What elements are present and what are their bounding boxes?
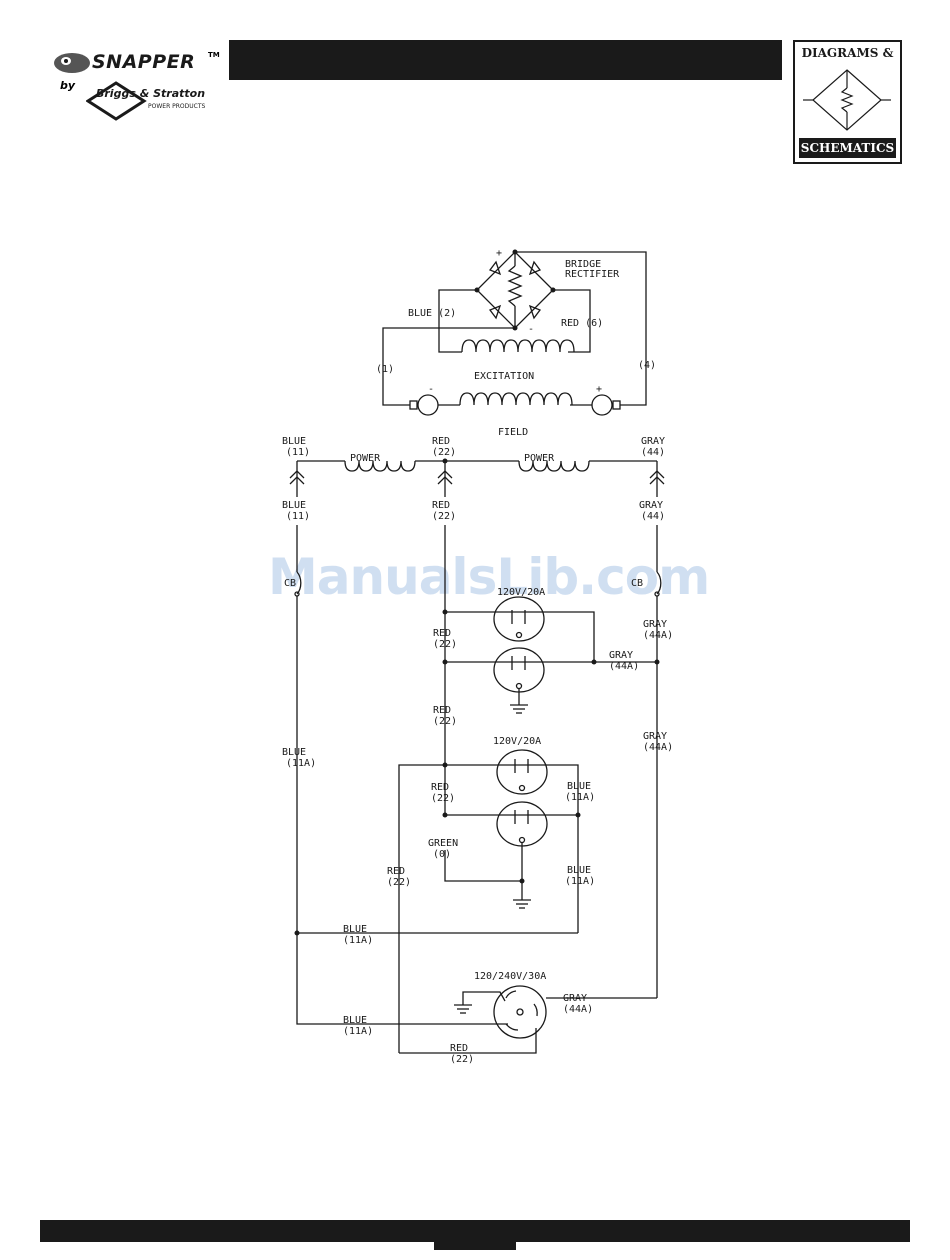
blue-top-label: BLUE — [282, 436, 306, 447]
bridge-rectifier — [474, 249, 556, 331]
wire-1-label: (1) — [376, 364, 394, 375]
n11a-c1-label: (11A) — [565, 792, 595, 803]
connectors — [289, 461, 665, 497]
n44a-a2-label: (44A) — [609, 661, 639, 672]
power-right-label: POWER — [524, 453, 555, 464]
receptacle-2-label: 120V/20A — [493, 736, 541, 747]
twistlock-receptacle — [493, 985, 547, 1039]
diagrams-badge: DIAGRAMS & SCHEMATICS — [793, 40, 902, 164]
snapper-logo: SNAPPER TM by Briggs & Stratton POWER PR… — [52, 45, 222, 125]
blue-c2-label: BLUE — [567, 865, 591, 876]
power-coil-right — [518, 460, 590, 472]
ground-symbol-2 — [513, 899, 531, 909]
n11a-d2-label: (11A) — [343, 1026, 373, 1037]
excitation-label: EXCITATION — [474, 371, 534, 382]
n22-b-label: (22) — [432, 511, 456, 522]
bridge-label-2: RECTIFIER — [565, 269, 620, 280]
n11a-c2-label: (11A) — [565, 876, 595, 887]
brand-tm: TM — [208, 51, 220, 59]
gray-a1-label: GRAY — [643, 619, 667, 630]
snapper-turtle-icon — [54, 53, 90, 73]
n22-a1-label: (22) — [433, 639, 457, 650]
power-left-label: POWER — [350, 453, 381, 464]
excitation-coil — [461, 339, 575, 353]
red-6-label: RED (6) — [561, 318, 603, 329]
blue-2-label: BLUE (2) — [408, 308, 456, 319]
n44a-a1-label: (44A) — [643, 630, 673, 641]
wire-4-label: (4) — [638, 360, 656, 371]
n44-b-label: (44) — [641, 511, 665, 522]
blue-c1-label: BLUE — [567, 781, 591, 792]
n44a-d-label: (44A) — [563, 1004, 593, 1015]
receptacle-1-label: 120V/20A — [497, 587, 545, 598]
n11a-d1-label: (11A) — [343, 935, 373, 946]
brand-by: by — [60, 79, 76, 92]
bridge-rectifier-icon — [803, 69, 891, 131]
red-a1-label: RED — [433, 628, 451, 639]
bridge-label-1: BRIDGE — [565, 259, 601, 270]
field-minus-label: - — [428, 384, 434, 395]
gray-top-label: GRAY — [641, 436, 665, 447]
brand-name: SNAPPER — [92, 51, 196, 73]
gray-a2-label: GRAY — [609, 650, 633, 661]
badge-bottom-text: SCHEMATICS — [797, 136, 898, 160]
blue-b-label: BLUE — [282, 500, 306, 511]
red-b-label: RED — [432, 500, 450, 511]
n22-d-label: (22) — [450, 1054, 474, 1065]
minus-bridge-label: - — [528, 324, 534, 335]
ground-symbol-1 — [510, 704, 528, 714]
n22-top-label: (22) — [432, 447, 456, 458]
header-bar — [229, 40, 782, 80]
breaker-right — [656, 571, 662, 595]
plus-top-label: + — [496, 248, 502, 259]
maker-sub: POWER PRODUCTS — [148, 103, 206, 110]
red-c1-label: RED — [431, 782, 449, 793]
field-plus-label: + — [596, 384, 602, 395]
n11a-l-label: (11A) — [286, 758, 316, 769]
n0-label: (0) — [433, 849, 451, 860]
red-d-label: RED — [450, 1043, 468, 1054]
n44-top-label: (44) — [641, 447, 665, 458]
red-top-label: RED — [432, 436, 450, 447]
power-coil-left — [344, 460, 416, 472]
gray-b-label: GRAY — [639, 500, 663, 511]
gray-d-label: GRAY — [563, 993, 587, 1004]
ground-symbol-3 — [454, 1004, 472, 1014]
gray-a3-label: GRAY — [643, 731, 667, 742]
field-coil — [459, 392, 573, 406]
badge-top-text: DIAGRAMS & — [795, 42, 900, 64]
blue-l-label: BLUE — [282, 747, 306, 758]
receptacle-1 — [493, 596, 545, 693]
n11-b-label: (11) — [286, 511, 310, 522]
n44a-a3-label: (44A) — [643, 742, 673, 753]
n22-c1-label: (22) — [431, 793, 455, 804]
footer-tab — [434, 1220, 516, 1250]
n22-c2-label: (22) — [387, 877, 411, 888]
green-label: GREEN — [428, 838, 458, 849]
maker-name: Briggs & Stratton — [96, 87, 206, 100]
field-label: FIELD — [498, 427, 528, 438]
n11-top-label: (11) — [286, 447, 310, 458]
red-c2-label: RED — [387, 866, 405, 877]
twistlock-label: 120/240V/30A — [474, 971, 546, 982]
blue-d1-label: BLUE — [343, 924, 367, 935]
briggs-diamond-icon — [86, 81, 147, 121]
red-a2-label: RED — [433, 705, 451, 716]
breaker-left — [296, 571, 302, 595]
watermark: ManualsLib.com — [268, 548, 710, 606]
cb-left-label: CB — [284, 578, 296, 589]
blue-d2-label: BLUE — [343, 1015, 367, 1026]
cb-right-label: CB — [631, 578, 643, 589]
